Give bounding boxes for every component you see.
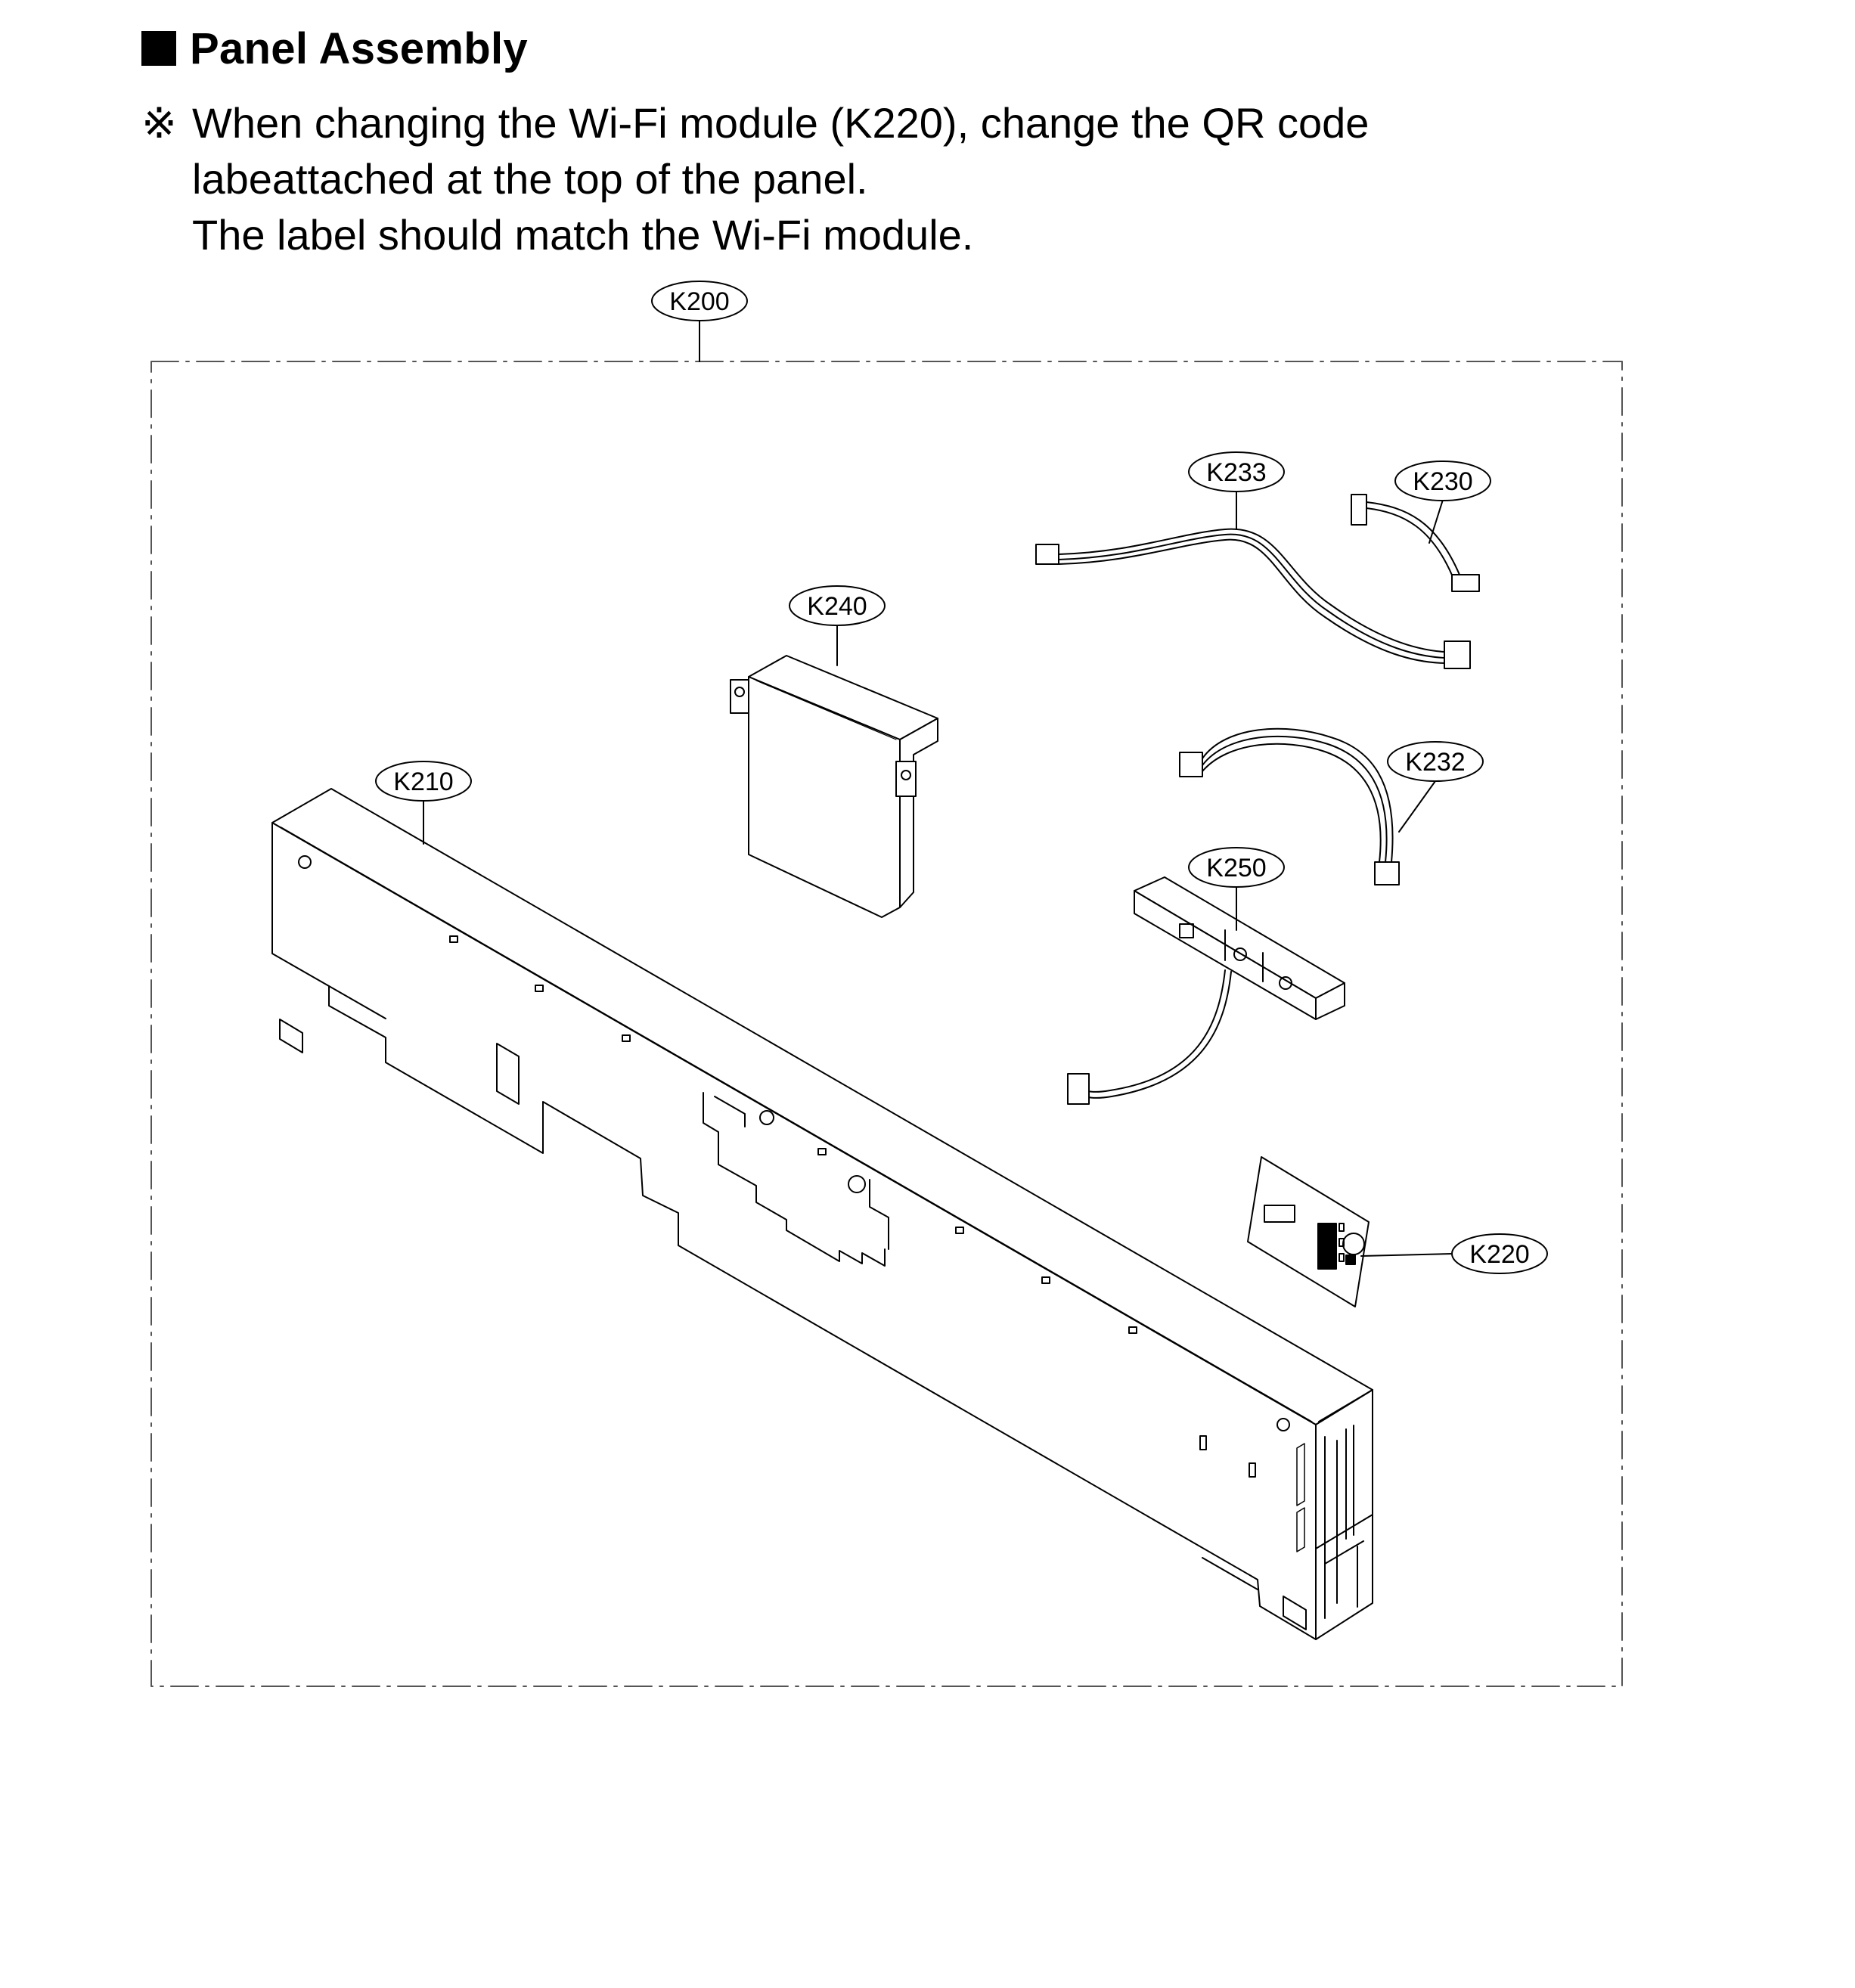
callout-label: K233 (1206, 458, 1266, 487)
callout-label: K200 (669, 287, 729, 316)
callout-label: K240 (807, 592, 867, 621)
callout-k233: K233 (1188, 451, 1285, 530)
wire-harness-k230 (1351, 494, 1480, 592)
callout-label: K230 (1413, 467, 1472, 496)
note-line: labeattached at the top of the panel. (192, 155, 868, 203)
callout-label: K250 (1206, 854, 1266, 882)
callout-k232: K232 (1387, 741, 1484, 833)
wire-harness-k232 (1179, 727, 1400, 885)
square-bullet-icon (141, 31, 176, 66)
switch-board-part (1067, 876, 1345, 1105)
wifi-module-part (1247, 1156, 1370, 1307)
callout-k200: K200 (651, 281, 748, 362)
callout-k250: K250 (1188, 847, 1285, 931)
note-line: When changing the Wi-Fi module (K220), c… (192, 99, 1370, 147)
callout-k230: K230 (1394, 461, 1491, 544)
section-title: Panel Assembly (190, 23, 528, 73)
display-module-part (730, 655, 938, 918)
callout-k220: K220 (1360, 1233, 1548, 1274)
callout-k210: K210 (375, 761, 472, 845)
section-heading: Panel Assembly (141, 21, 528, 76)
callout-k240: K240 (789, 585, 886, 666)
note-line: The label should match the Wi-Fi module. (192, 211, 974, 259)
front-panel-part (271, 788, 1373, 1640)
callout-label: K220 (1469, 1240, 1529, 1269)
wire-harness-k233 (1035, 528, 1471, 669)
callout-label: K210 (393, 768, 453, 796)
callout-label: K232 (1405, 748, 1465, 777)
assembly-boundary (150, 361, 1623, 1687)
reference-mark-icon: ※ (141, 99, 177, 147)
